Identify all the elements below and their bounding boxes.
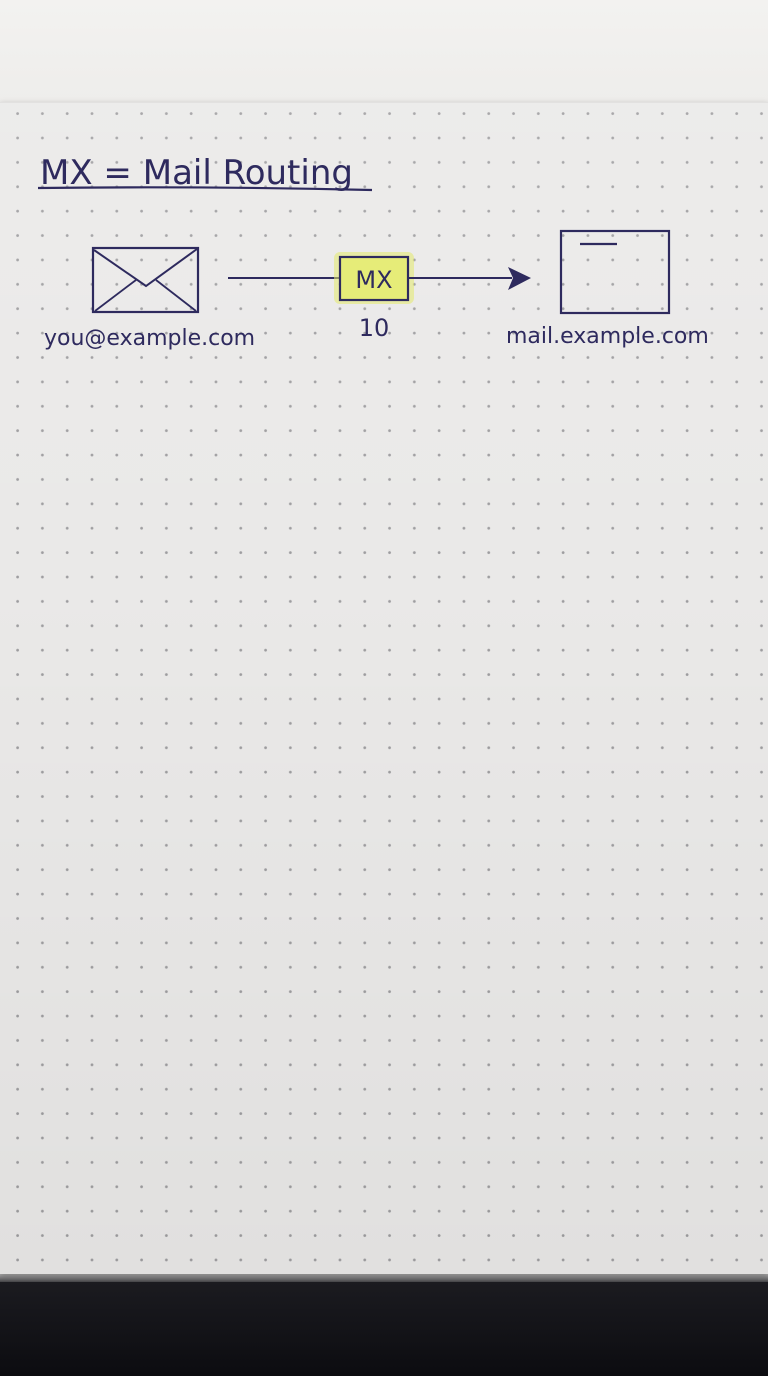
desk-surface (0, 1282, 768, 1376)
envelope-icon (91, 246, 200, 314)
mx-record-box: MX (334, 252, 414, 304)
server-icon (559, 229, 671, 315)
mx-priority-label: 10 (359, 314, 390, 342)
destination-label: mail.example.com (506, 324, 709, 349)
diagram-title: MX = Mail Routing (40, 153, 353, 193)
mx-record-label: MX (355, 266, 392, 294)
arrow-head-icon (508, 267, 531, 290)
paper-backing (0, 0, 768, 104)
sender-label: you@example.com (44, 326, 255, 351)
title-underline (37, 186, 373, 192)
